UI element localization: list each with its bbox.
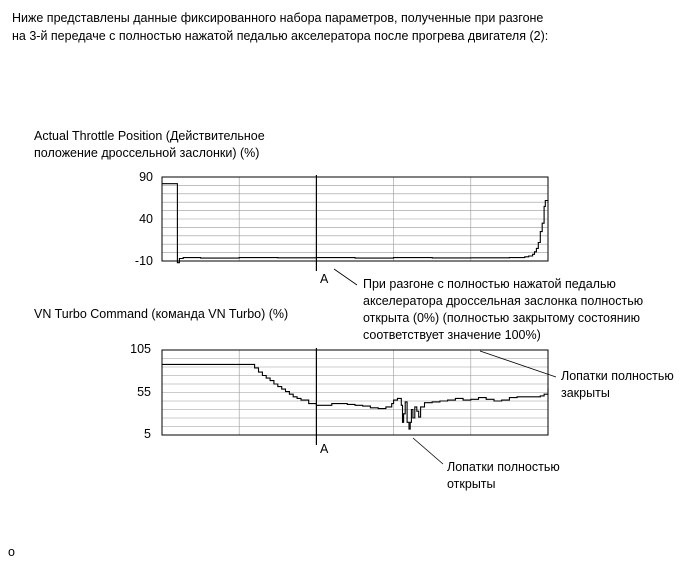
chart1-title-line-2: положение дроссельной заслонки) (%) [34, 146, 260, 160]
chart1-frame [161, 176, 549, 262]
chart1-marker-label: A [320, 272, 329, 286]
chart2-ytick-bottom: 5 [144, 427, 151, 441]
intro-text: Ниже представлены данные фиксированного … [12, 9, 682, 45]
chart1-annotation-line-1: При разгоне с полностью нажатой педалью [363, 277, 616, 291]
footer-mark: o [8, 545, 15, 559]
chart2-plot [161, 348, 549, 445]
chart2-closed-leader [479, 350, 557, 378]
chart2-annotation-open-line-1: Лопатки полностью [447, 460, 560, 474]
chart1-annotation: При разгоне с полностью нажатой педалью … [363, 276, 643, 344]
chart2-annotation-closed: Лопатки полностью закрыты [561, 368, 674, 402]
chart2-annotation-closed-line-1: Лопатки полностью [561, 369, 674, 383]
intro-line-2: на 3-й передаче с полностью нажатой педа… [12, 29, 549, 43]
chart1-plot [161, 175, 549, 271]
chart1-title: Actual Throttle Position (Действительное… [34, 128, 265, 162]
chart2-annotation-open-line-2: открыты [447, 477, 496, 491]
intro-line-1: Ниже представлены данные фиксированного … [12, 11, 544, 25]
chart1-ytick-top: 90 [139, 170, 153, 184]
chart1-series-line [162, 183, 549, 264]
chart2-ytick-mid: 55 [137, 385, 151, 399]
chart2-open-leader [412, 437, 444, 465]
chart2-annotation-closed-line-2: закрыты [561, 386, 610, 400]
chart1-annotation-leader [333, 268, 358, 286]
chart1-ytick-bottom: -10 [134, 254, 153, 268]
chart2-series-line [162, 363, 549, 430]
chart2-title: VN Turbo Command (команда VN Turbo) (%) [34, 307, 289, 321]
chart2-marker-label: A [320, 442, 329, 456]
chart1-ytick-mid: 40 [139, 212, 153, 226]
chart2-ytick-top: 105 [130, 342, 151, 356]
chart1-title-line-1: Actual Throttle Position (Действительное [34, 129, 265, 143]
chart2-annotation-open: Лопатки полностью открыты [447, 459, 560, 493]
chart1-annotation-line-3: открыта (0%) (полностью закрытому состоя… [363, 311, 641, 325]
chart1-annotation-line-2: акселератора дроссельная заслонка полнос… [363, 294, 644, 308]
chart1-annotation-line-4: соответствует значение 100%) [363, 328, 541, 342]
